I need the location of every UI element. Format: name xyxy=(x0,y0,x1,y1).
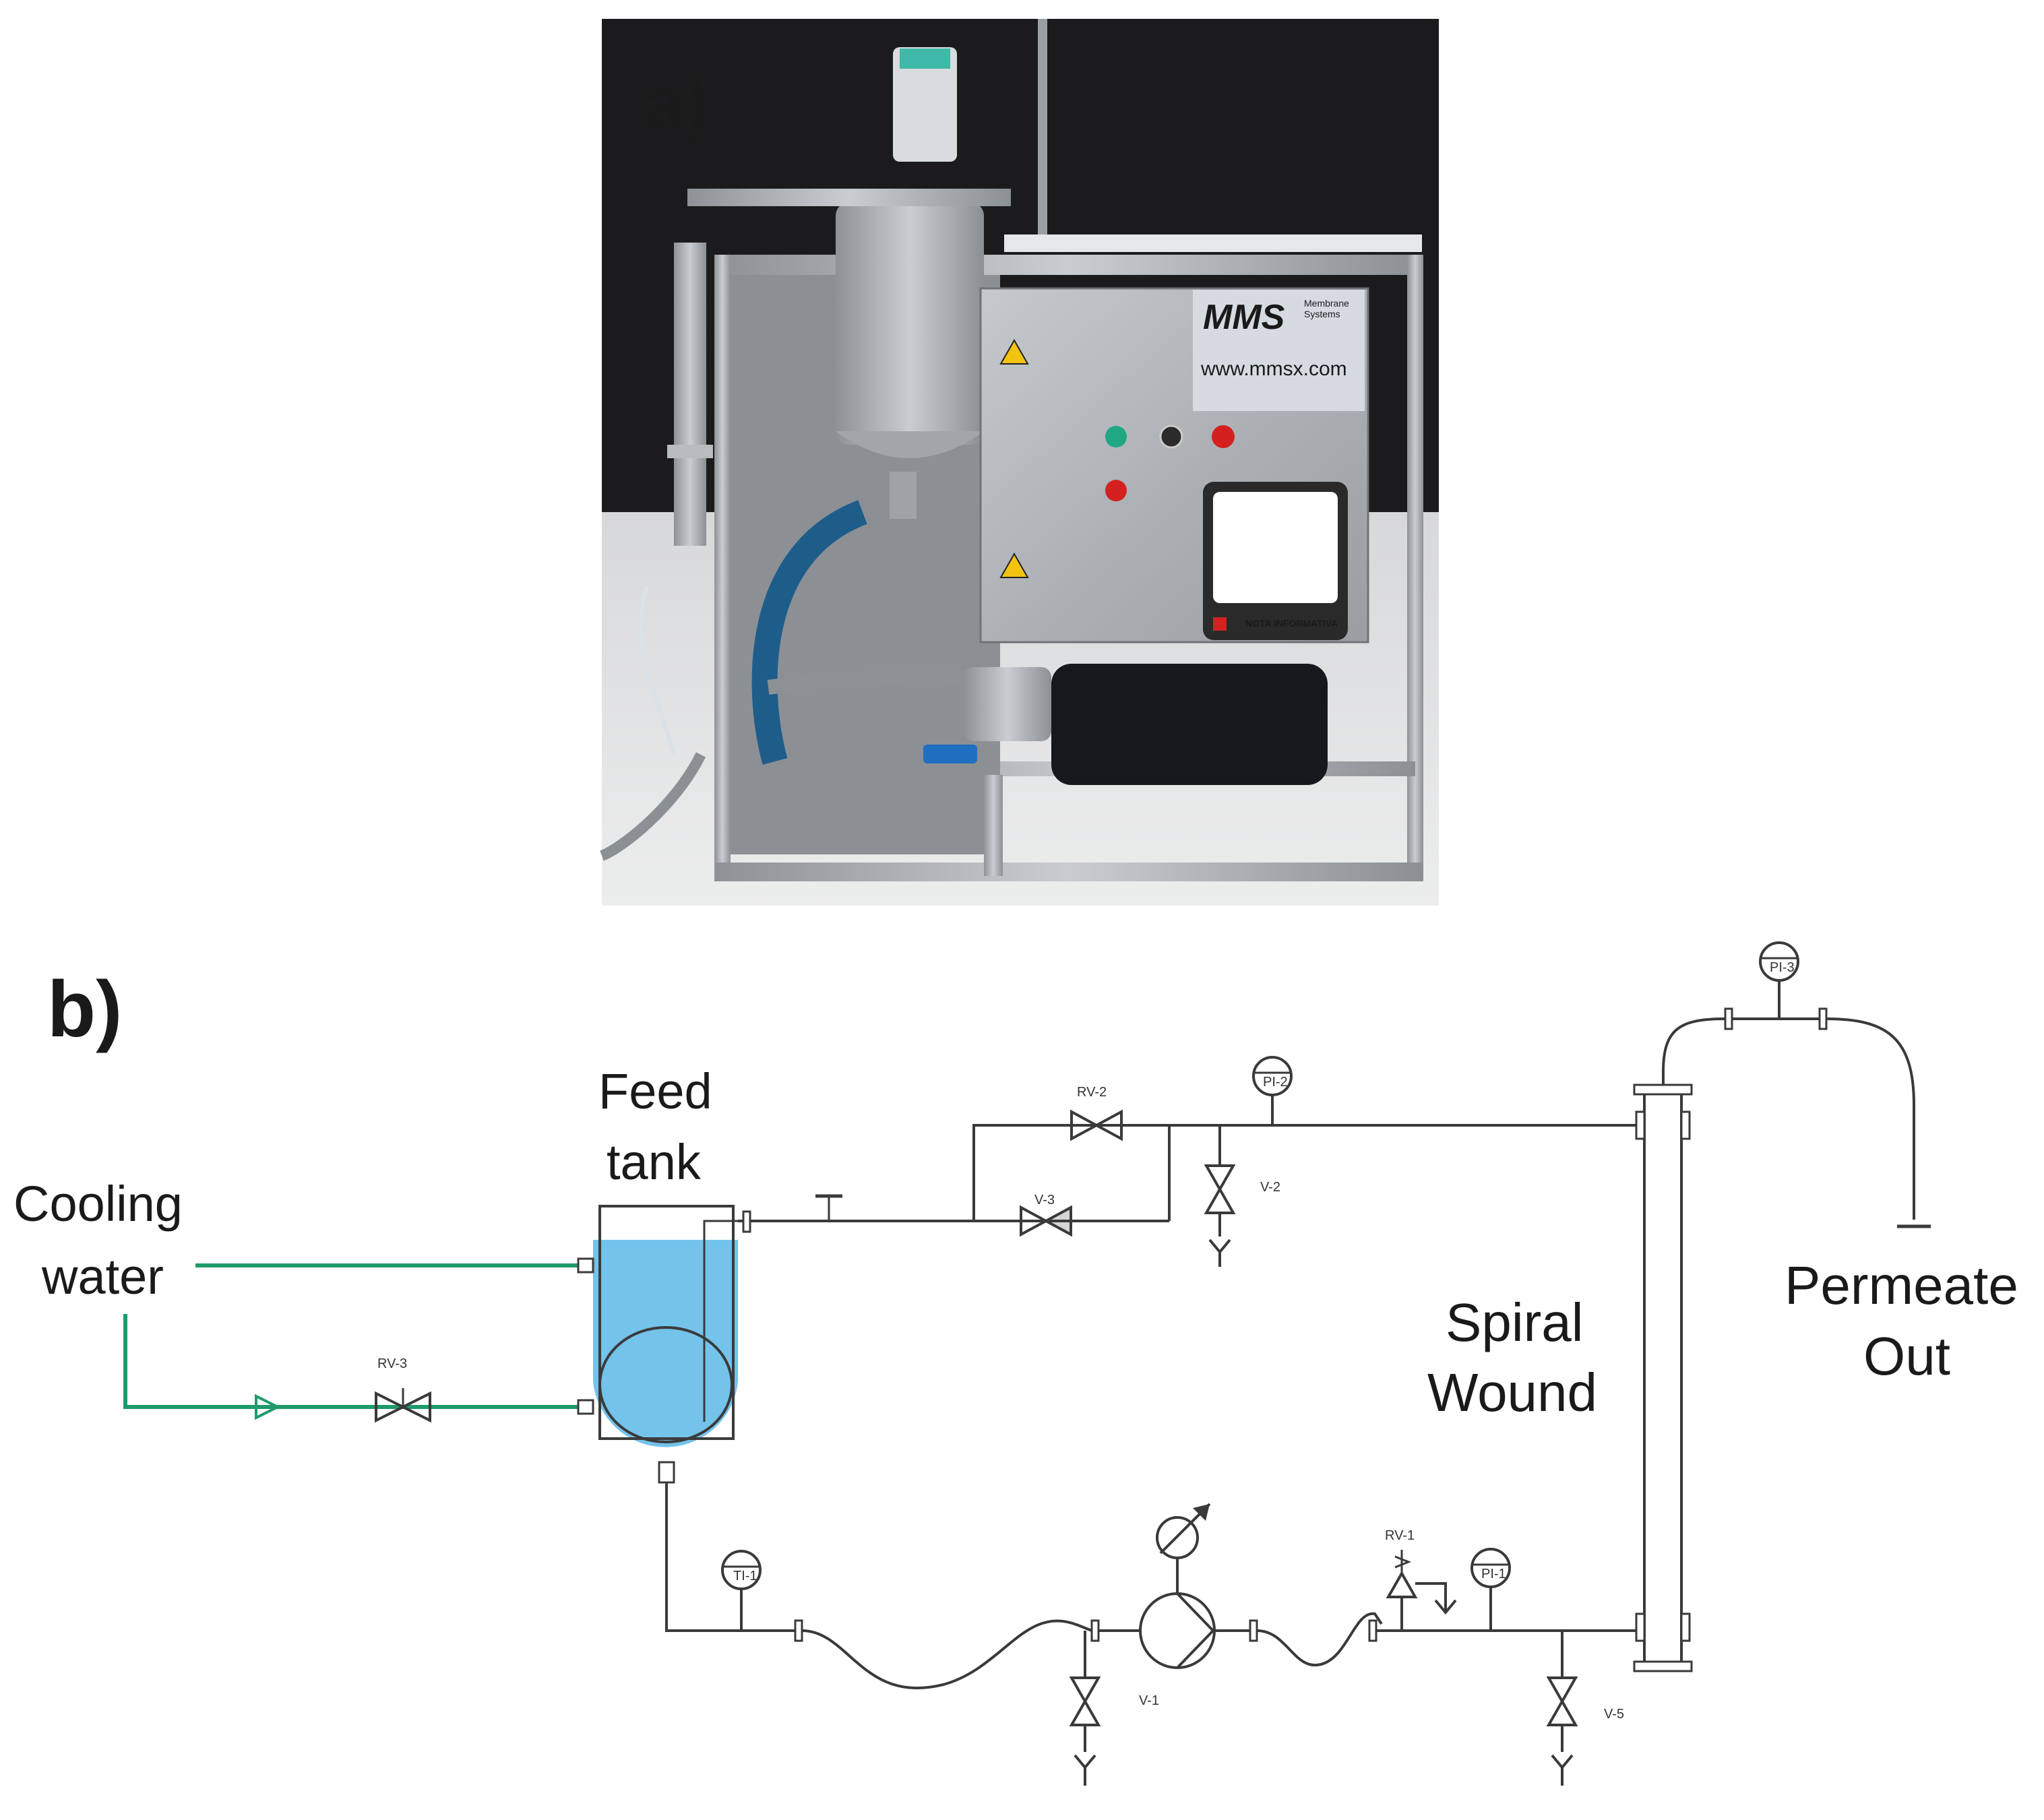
pid-diagram: b) Feed tank Cooling water Spiral Wound … xyxy=(13,941,2033,1786)
spiral-wound-line1: Spiral xyxy=(1446,1292,1584,1352)
v2-tag: V-2 xyxy=(1260,1180,1280,1195)
rv3-tag: RV-3 xyxy=(377,1356,407,1371)
cooling-water-line2: water xyxy=(41,1249,164,1305)
panel-a-label: a) xyxy=(644,61,710,144)
v5-tag: V-5 xyxy=(1604,1707,1624,1722)
control-cabinet: MMS Membrane Systems www.mmsx.com NOTA I… xyxy=(979,287,1369,644)
v2-valve-icon xyxy=(1204,1164,1236,1214)
warning-icon xyxy=(999,552,1029,578)
feed-tank-line1: Feed xyxy=(598,1063,712,1119)
cooling-water-line1: Cooling xyxy=(13,1176,183,1232)
panel-b-label: b) xyxy=(47,965,122,1054)
top-pipe xyxy=(687,189,1011,206)
pole xyxy=(1038,19,1047,248)
rv1-relief-valve-icon xyxy=(1386,1550,1457,1615)
rv2-valve-icon xyxy=(1070,1109,1123,1141)
pi1-gauge-icon: PI-1 xyxy=(1470,1548,1511,1588)
rv1-tag: RV-1 xyxy=(1385,1528,1415,1543)
pi1-tag: PI-1 xyxy=(1481,1567,1506,1581)
spiral-wound-line2: Wound xyxy=(1427,1362,1597,1422)
cooling-water-label: Cooling water xyxy=(13,1176,197,1305)
feed-tank-photo xyxy=(836,202,984,519)
permeate-line: PI-3 xyxy=(1662,941,1931,1228)
spiral-wound-label: Spiral Wound xyxy=(1427,1292,1599,1422)
v5-valve-icon xyxy=(1546,1676,1578,1726)
svg-text:Membrane Systems: Membrane Systems xyxy=(1304,298,1352,319)
pump-icon xyxy=(1139,1503,1216,1669)
pi3-tag: PI-3 xyxy=(1770,960,1795,975)
v1-tag: V-1 xyxy=(1139,1693,1159,1708)
brand-sub-line1: Membrane xyxy=(1304,298,1349,309)
heat-exchanger xyxy=(674,243,706,546)
start-button xyxy=(1105,426,1127,447)
photo-panel: MMS Membrane Systems www.mmsx.com NOTA I… xyxy=(599,19,1439,906)
v3-tag: V-3 xyxy=(1034,1193,1055,1207)
ti1-gauge-icon: TI-1 xyxy=(721,1550,762,1590)
check-valve-icon xyxy=(255,1393,281,1420)
note-logo-icon xyxy=(1213,617,1227,631)
permeate-out-line1: Permeate xyxy=(1785,1255,2018,1315)
rv2-tag: RV-2 xyxy=(1077,1085,1107,1100)
ti1-tag: TI-1 xyxy=(733,1569,757,1583)
pump-motor xyxy=(923,664,1328,785)
cooling-water-lines: RV-3 xyxy=(123,1263,580,1423)
pi3-gauge-icon: PI-3 xyxy=(1759,941,1799,982)
warning-icon xyxy=(999,338,1029,365)
brand-sub-line2: Systems xyxy=(1304,309,1340,319)
feed-tank-label: Feed tank xyxy=(598,1063,726,1190)
v3-valve-icon xyxy=(1020,1205,1072,1237)
feed-tank-line2: tank xyxy=(607,1134,702,1190)
brand-logo: MMS xyxy=(1203,298,1285,337)
retentate-line: V-3 RV-2 V-2 PI-2 xyxy=(738,1056,1644,1267)
blue-hose xyxy=(751,500,868,765)
pi2-tag: PI-2 xyxy=(1263,1075,1288,1090)
v1-valve-icon xyxy=(1069,1676,1101,1726)
feed-line: TI-1 V-1 xyxy=(665,1482,1636,1786)
stop-button xyxy=(1212,425,1235,448)
permeate-out-line2: Out xyxy=(1863,1326,1950,1386)
feed-tank xyxy=(577,1205,738,1484)
permeate-out-label: Permeate Out xyxy=(1785,1255,2033,1386)
alarm-button xyxy=(1105,480,1127,501)
note-label: NOTA INFORMATIVA xyxy=(1245,618,1338,629)
brand-url: www.mmsx.com xyxy=(1200,358,1347,380)
flow-meter xyxy=(893,47,957,162)
pi2-gauge-icon: PI-2 xyxy=(1252,1056,1293,1096)
spiral-wound-module xyxy=(1633,1084,1693,1672)
selector-switch xyxy=(1159,425,1183,449)
rv3-valve-icon xyxy=(375,1388,431,1423)
